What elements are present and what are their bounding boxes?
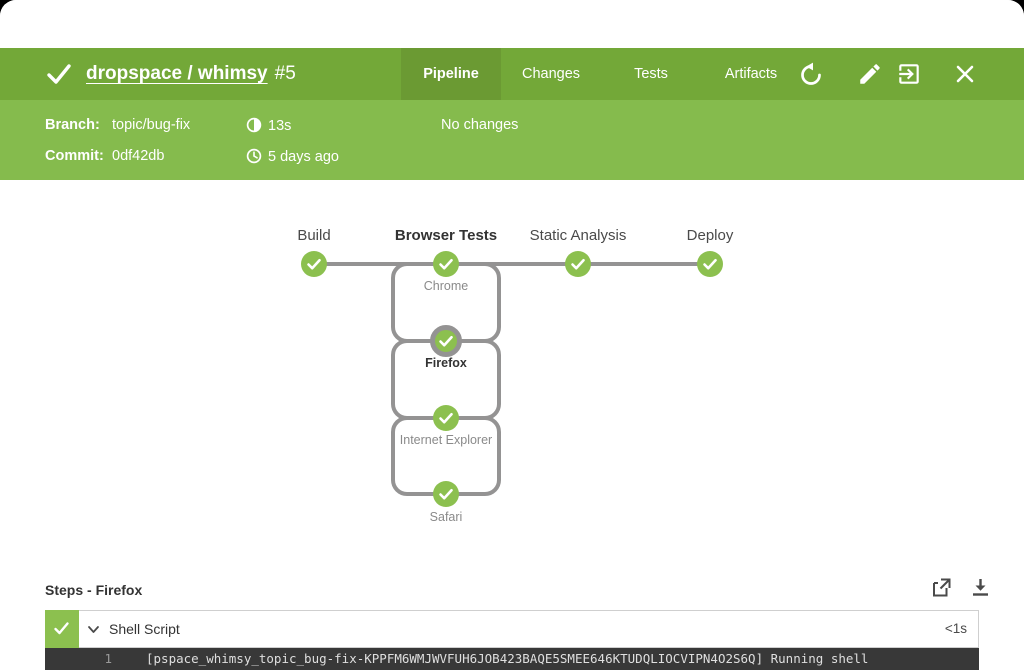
pipeline-graph-svg xyxy=(301,251,723,507)
branch-label-internet-explorer[interactable]: Internet Explorer xyxy=(399,433,493,447)
run-number: #5 xyxy=(274,63,296,84)
branch-value: topic/bug-fix xyxy=(112,117,191,133)
open-log-external-icon[interactable] xyxy=(930,576,953,599)
branch-label-safari[interactable]: Safari xyxy=(429,510,463,524)
run-details-bar: Branch: topic/bug-fix Commit: 0df42db 13… xyxy=(0,100,1024,180)
go-to-classic-icon[interactable] xyxy=(896,61,922,87)
edit-icon[interactable] xyxy=(857,61,883,87)
node-internet-explorer[interactable] xyxy=(433,405,459,431)
run-status-check-icon xyxy=(46,61,72,87)
rerun-icon[interactable] xyxy=(798,61,824,87)
stage-label-build[interactable]: Build xyxy=(297,227,331,244)
tab-artifacts[interactable]: Artifacts xyxy=(724,66,778,82)
close-icon[interactable] xyxy=(952,61,978,87)
stage-label-deploy[interactable]: Deploy xyxy=(686,227,734,244)
pipeline-graph: Build Browser Tests Static Analysis Depl… xyxy=(0,180,1024,540)
chevron-down-icon[interactable] xyxy=(86,622,101,637)
step-duration: <1s xyxy=(944,621,967,636)
console-log: 1 [pspace_whimsy_topic_bug-fix-KPPFM6WMJW… xyxy=(45,648,979,670)
log-line-text: [pspace_whimsy_topic_bug-fix-KPPFM6WMJWV… xyxy=(146,651,869,666)
branch-label-firefox[interactable]: Firefox xyxy=(425,356,467,370)
completed-item: 5 days ago xyxy=(246,148,339,165)
duration-item: 13s xyxy=(246,117,291,134)
branch-label: Branch: xyxy=(45,117,100,133)
branch-label-chrome[interactable]: Chrome xyxy=(423,279,469,293)
duration-icon xyxy=(246,117,262,133)
steps-heading: Steps - Firefox xyxy=(45,582,143,598)
node-static-analysis[interactable] xyxy=(565,251,591,277)
header-tabs: Pipeline Changes Tests Artifacts xyxy=(401,48,801,100)
node-firefox-selected[interactable] xyxy=(430,325,462,357)
stage-label-static-analysis[interactable]: Static Analysis xyxy=(529,227,627,244)
commit-value: 0df42db xyxy=(112,148,165,164)
tab-tests[interactable]: Tests xyxy=(634,66,668,82)
tab-changes[interactable]: Changes xyxy=(521,66,581,82)
completed-value: 5 days ago xyxy=(268,149,339,165)
step-status-check-icon xyxy=(45,610,79,648)
run-header: dropspace / whimsy #5 Pipeline Changes Te… xyxy=(0,48,1024,100)
changes-summary: No changes xyxy=(441,117,519,133)
pipeline-name-link[interactable]: dropspace / whimsy xyxy=(86,63,268,84)
run-title: dropspace / whimsy #5 xyxy=(86,48,296,100)
node-build[interactable] xyxy=(301,251,327,277)
stage-label-browser-tests[interactable]: Browser Tests xyxy=(394,227,498,244)
download-log-icon[interactable] xyxy=(969,576,992,599)
tab-pipeline[interactable]: Pipeline xyxy=(401,48,501,100)
node-deploy[interactable] xyxy=(697,251,723,277)
step-row-shell-script[interactable]: Shell Script <1s xyxy=(45,610,979,648)
log-line-number[interactable]: 1 xyxy=(104,651,112,666)
commit-label: Commit: xyxy=(45,148,104,164)
node-safari[interactable] xyxy=(433,481,459,507)
duration-value: 13s xyxy=(268,118,292,134)
clock-icon xyxy=(246,148,262,164)
steps-actions xyxy=(914,576,992,599)
header-actions xyxy=(798,48,978,100)
node-chrome[interactable] xyxy=(433,251,459,277)
step-name: Shell Script xyxy=(109,621,180,637)
top-whitespace xyxy=(0,0,1024,48)
